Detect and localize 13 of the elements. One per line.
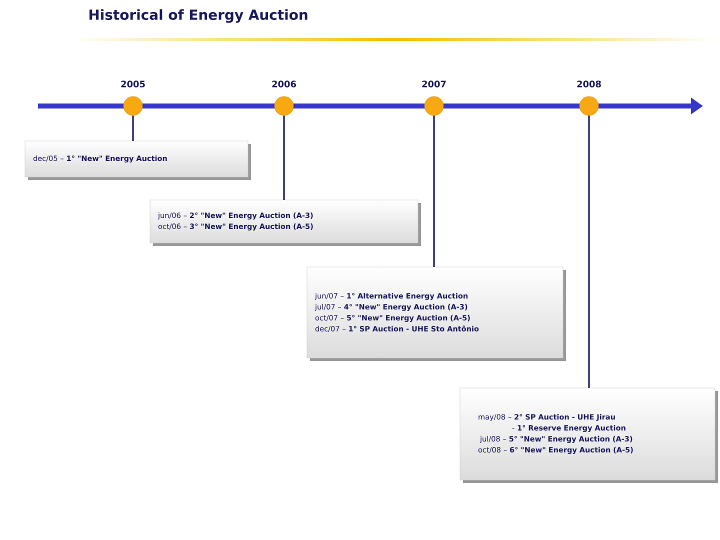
year-label: 2005 — [121, 80, 145, 88]
timeline-dot — [424, 96, 444, 116]
title: Historical of Energy Auction — [90, 9, 308, 23]
year-label: 2008 — [577, 80, 601, 88]
year-label: 2007 — [422, 80, 446, 88]
connector-line — [433, 116, 435, 267]
year-label: 2006 — [272, 80, 296, 88]
timeline-dot — [274, 96, 294, 116]
connector-line — [588, 116, 590, 388]
connector-line — [283, 116, 285, 200]
timeline-dot — [123, 96, 143, 116]
timeline-dot — [579, 96, 599, 116]
connector-line — [132, 116, 134, 141]
